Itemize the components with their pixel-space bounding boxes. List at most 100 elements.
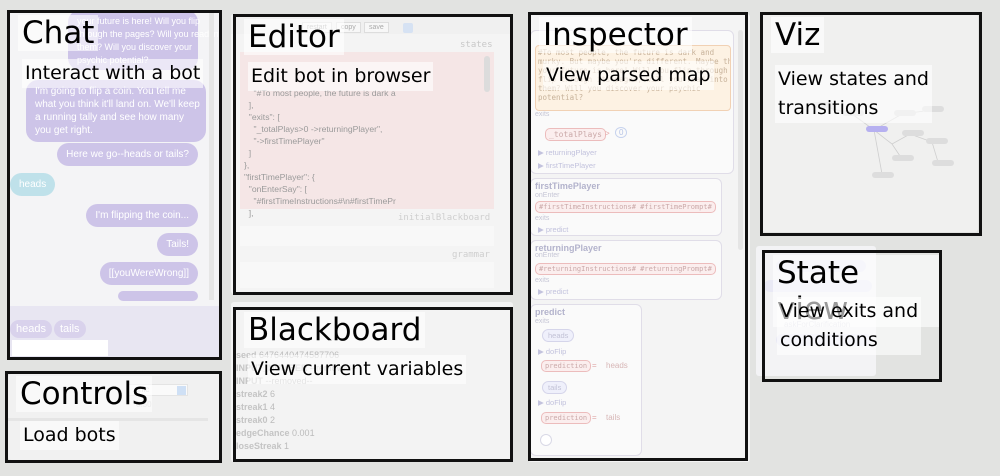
- prediction-heads-eq: =: [592, 361, 597, 370]
- predict-title: predict: [535, 307, 566, 317]
- link-predict-label-2: predict: [545, 287, 569, 296]
- blackboard-row: streak2 6: [236, 389, 275, 399]
- origin-exits-label: exits: [535, 111, 550, 118]
- code-line: "firstTimePlayer": {: [244, 172, 315, 182]
- code-line: ]: [244, 148, 252, 158]
- blackboard-row: edgeChance 0.001: [236, 428, 315, 438]
- viz-node-2[interactable]: [842, 110, 864, 116]
- blackboard-value: 6476440474587706: [259, 350, 340, 360]
- prediction-tails-eq: =: [592, 413, 597, 422]
- link-predict-2[interactable]: ▶ predict: [538, 287, 569, 296]
- code-line: "exits": [: [244, 112, 280, 122]
- chat-message-wrong: [[youWereWrong]]: [99, 262, 198, 285]
- grammar-label: grammar: [452, 250, 490, 260]
- initial-blackboard-editor[interactable]: [240, 226, 494, 246]
- link-do-flip-2[interactable]: ▶ doFlip: [538, 398, 567, 407]
- returning-player-title: returningPlayer: [535, 243, 602, 253]
- code-line: "_totalPlays>0 ->returningPlayer",: [244, 124, 383, 134]
- state-exit-3[interactable]: [776, 334, 872, 346]
- chat-input[interactable]: [12, 340, 108, 356]
- inspector-scrollbar[interactable]: [738, 30, 743, 250]
- link-first-time-player[interactable]: ▶ firstTimePlayer: [538, 161, 596, 170]
- code-line: },: [244, 160, 250, 170]
- chat-message-intro: your future is here! Will you flip throu…: [68, 10, 220, 70]
- editor-scrollbar[interactable]: [484, 56, 490, 92]
- blackboard-value: 2: [270, 415, 276, 425]
- viz-node-7[interactable]: [892, 155, 914, 161]
- chat-message-heads: heads: [10, 173, 56, 196]
- viz-panel[interactable]: [762, 14, 978, 232]
- state-exit-text: askForClarification: [784, 320, 851, 329]
- blackboard-row: INPUT_NUMBER --removed--: [236, 363, 357, 373]
- grammar-editor[interactable]: [240, 262, 494, 288]
- blackboard-row: streak1 4: [236, 402, 275, 412]
- returning-player-card[interactable]: returningPlayer onEnter #returningInstru…: [530, 240, 722, 300]
- code-line: "onEnterSay": [: [244, 184, 307, 194]
- chevron-down-icon: [177, 386, 186, 395]
- prediction-heads-var: prediction: [541, 360, 592, 372]
- restart-button[interactable]: restart: [302, 22, 332, 33]
- bot-select[interactable]: chic: [128, 384, 188, 396]
- prediction-heads-val: heads: [606, 361, 628, 370]
- viz-node-6[interactable]: [926, 138, 948, 144]
- predict-exits-label: exits: [535, 318, 550, 325]
- states-label: states: [460, 40, 493, 50]
- viz-node-1[interactable]: [812, 102, 834, 108]
- blackboard-value: --removed--: [310, 363, 358, 373]
- chat-chip-heads[interactable]: heads: [10, 320, 52, 338]
- viz-node-9[interactable]: [932, 160, 954, 166]
- blackboard-key: streak0: [236, 415, 268, 425]
- blackboard-value: 4: [270, 402, 276, 412]
- viz-node-3[interactable]: [894, 110, 916, 116]
- chat-message-instructions: I'm going to flip a coin. You tell me wh…: [26, 80, 206, 142]
- copy-button[interactable]: copy: [336, 22, 361, 33]
- link-predict-1[interactable]: ▶ predict: [538, 225, 569, 234]
- viz-node-8[interactable]: [872, 172, 894, 178]
- code-line: ],: [244, 208, 254, 218]
- save-button[interactable]: save: [364, 22, 389, 33]
- origin-text: #To most people, the future is dark and …: [535, 45, 731, 111]
- link-returning-label: returningPlayer: [545, 148, 597, 157]
- chat-message-partial: [118, 291, 198, 301]
- viz-node-4[interactable]: [922, 106, 944, 112]
- slider[interactable]: [8, 418, 208, 421]
- state-exit-2[interactable]: [764, 280, 872, 292]
- chat-scrollbar[interactable]: [209, 10, 214, 300]
- chat-chip-tails[interactable]: tails: [54, 320, 86, 338]
- first-time-player-card[interactable]: firstTimePlayer onEnter #firstTimeInstru…: [530, 178, 722, 236]
- first-onenter-label: onEnter: [535, 192, 560, 199]
- dropdown-icon[interactable]: [403, 23, 413, 33]
- blackboard-value: 1: [284, 441, 290, 451]
- blackboard-key: loseStreak: [236, 441, 282, 451]
- slider-value: 0.50: [136, 400, 152, 409]
- prediction-tails-var: prediction: [541, 412, 592, 424]
- link-returning-player[interactable]: ▶ returningPlayer: [538, 148, 597, 157]
- viz-node-active[interactable]: [866, 126, 888, 132]
- blackboard-row: INPUT --removed--: [236, 376, 313, 386]
- controls-panel: chic 0.50: [8, 374, 220, 460]
- link-first-label: firstTimePlayer: [545, 161, 596, 170]
- viz-node-5[interactable]: [902, 130, 924, 136]
- state-view-panel: askForClarification: [756, 246, 876, 376]
- returning-exits-label: exits: [535, 277, 550, 284]
- returning-onenter-label: onEnter: [535, 252, 560, 259]
- link-do-flip-1[interactable]: ▶ doFlip: [538, 347, 567, 356]
- blackboard-value: 0.001: [292, 428, 315, 438]
- do-flip-label-1: doFlip: [545, 347, 567, 356]
- chat-message-prompt: Here we go--heads or tails?: [57, 143, 198, 166]
- first-time-player-title: firstTimePlayer: [535, 181, 600, 191]
- state-graph[interactable]: [762, 14, 978, 232]
- blackboard-value: --removed--: [265, 376, 313, 386]
- blackboard-key: INPUT_NUMBER: [236, 363, 308, 373]
- first-time-onenter-text: #firstTimeInstructions# #firstTimePrompt…: [535, 201, 716, 213]
- blackboard-key: seed: [236, 350, 257, 360]
- zero-value: 0: [615, 127, 628, 138]
- chat-message-tails: Tails!: [157, 233, 198, 256]
- state-exit-1[interactable]: [776, 260, 866, 272]
- initial-blackboard-label: initialBlackboard: [398, 213, 491, 223]
- tails-option: tails: [542, 381, 568, 394]
- blackboard-value: 6: [270, 389, 276, 399]
- blackboard-key: edgeChance: [236, 428, 290, 438]
- bot-select-value: chic: [135, 385, 150, 394]
- greater-than-op: >: [605, 129, 610, 138]
